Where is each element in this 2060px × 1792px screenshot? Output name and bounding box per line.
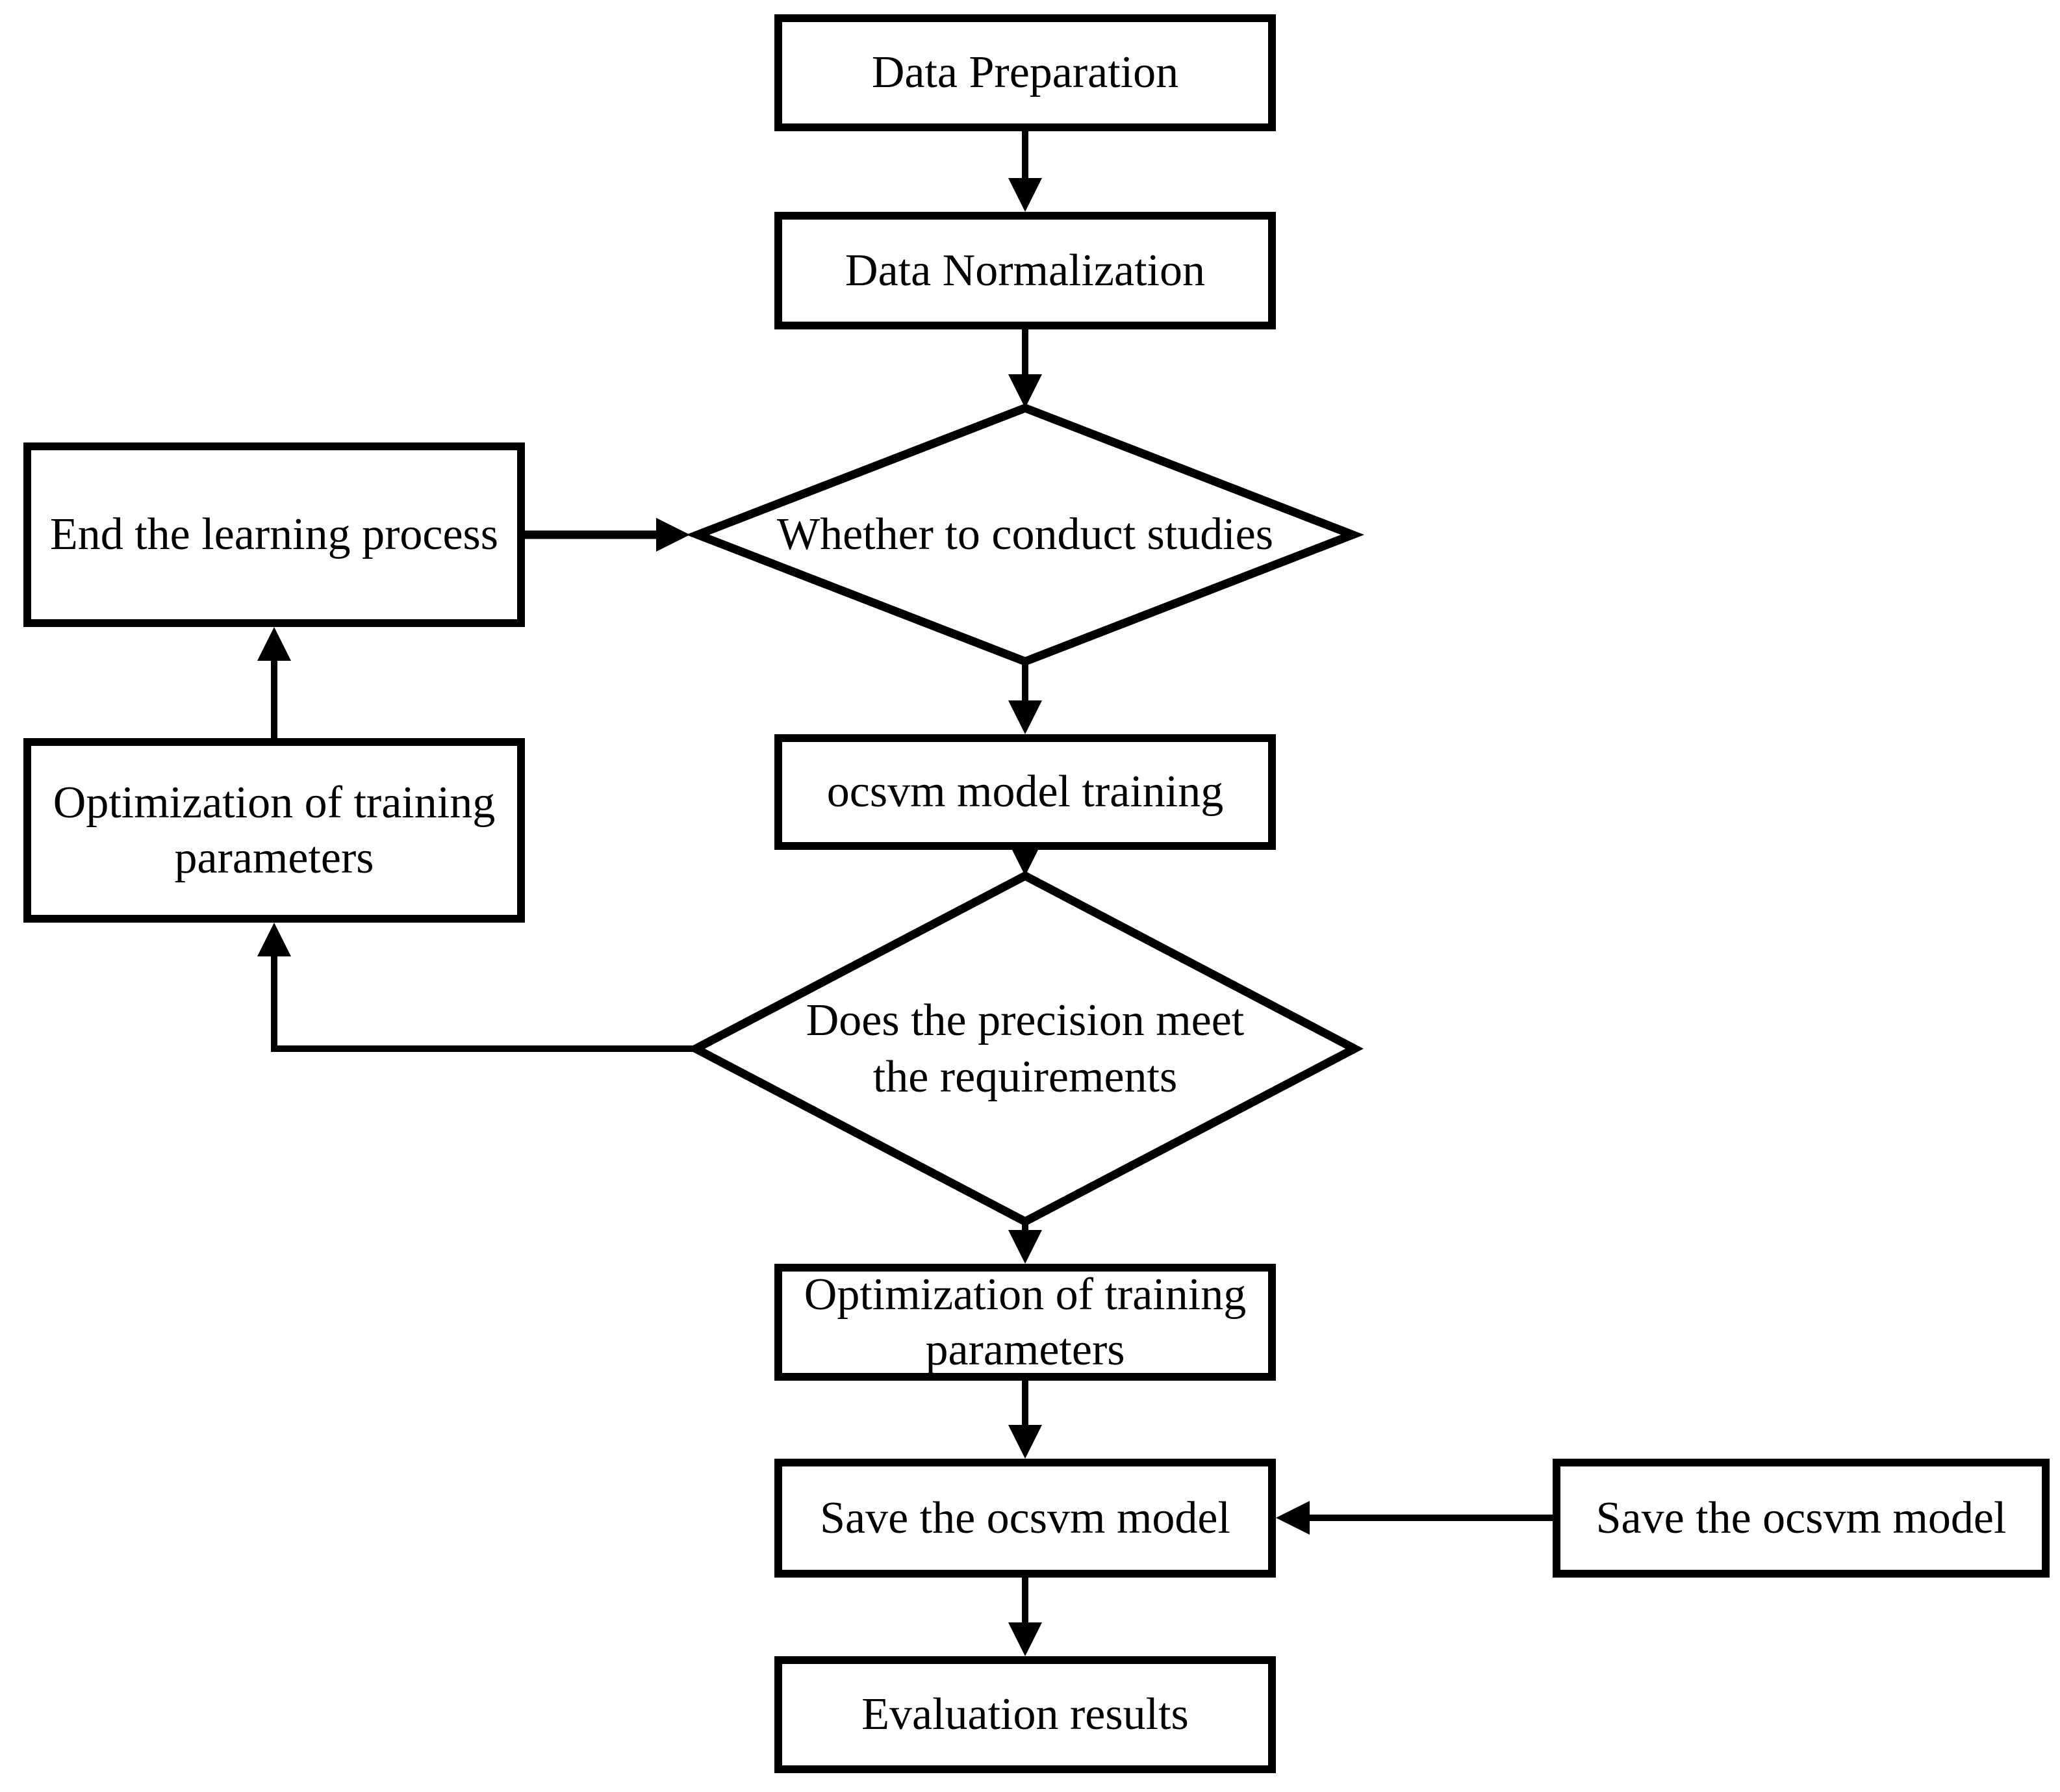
node-evaluation-results: Evaluation results: [774, 1656, 1276, 1773]
node-save-ocsvm-model-center: Save the ocsvm model: [774, 1459, 1276, 1578]
arrowhead-optimization-left-to-end-learning: [257, 627, 291, 661]
node-optimization-of-training-parameters-left: Optimization of training parameters: [23, 738, 525, 923]
node-optimization-left-label: Optimization of training parameters: [53, 777, 496, 883]
node-end-the-learning-process: End the learning process: [23, 442, 525, 627]
node-save-model-right-label: Save the ocsvm model: [1596, 1492, 2007, 1543]
node-evaluation-results-label: Evaluation results: [861, 1689, 1189, 1740]
node-data-preparation: Data Preparation: [774, 14, 1276, 131]
arrowhead-precision-check-to-optimization-left: [257, 923, 291, 956]
arrowhead-preparation-to-normalization: [1008, 178, 1042, 212]
node-data-normalization-label: Data Normalization: [845, 245, 1205, 296]
node-optimization-center-label: Optimization of training parameters: [804, 1269, 1247, 1375]
arrowhead-save-model-to-evaluation: [1008, 1622, 1042, 1656]
arrowhead-normalization-to-conduct-studies: [1008, 374, 1042, 408]
node-save-model-center-label: Save the ocsvm model: [820, 1492, 1230, 1543]
edge-precision-check-to-optimization-left-line: [271, 954, 696, 1052]
arrowhead-end-learning-to-conduct-studies: [656, 518, 690, 552]
node-data-preparation-label: Data Preparation: [871, 47, 1179, 98]
decision-label-precision-check: Does the precision meet the requirements: [733, 958, 1317, 1140]
node-ocsvm-model-training-label: ocsvm model training: [826, 767, 1224, 817]
decision-conduct-studies-text: Whether to conduct studies: [777, 509, 1273, 560]
decision-precision-check-text: Does the precision meet the requirements: [806, 995, 1245, 1103]
arrowhead-conduct-studies-to-ocsvm: [1008, 700, 1042, 734]
node-save-ocsvm-model-right: Save the ocsvm model: [1553, 1459, 2050, 1578]
arrowhead-save-model-right-to-save-model-center: [1276, 1501, 1310, 1535]
node-ocsvm-model-training: ocsvm model training: [774, 734, 1276, 850]
arrowhead-ocsvm-to-precision-check: [1008, 842, 1042, 876]
node-optimization-of-training-parameters-center: Optimization of training parameters: [774, 1264, 1276, 1381]
decision-label-whether-to-conduct-studies: Whether to conduct studies: [733, 494, 1317, 575]
node-end-learning-label: End the learning process: [49, 509, 499, 560]
node-data-normalization: Data Normalization: [774, 212, 1276, 329]
arrowhead-precision-check-to-optimization: [1008, 1230, 1042, 1264]
arrowhead-optimization-to-save-model: [1008, 1425, 1042, 1459]
